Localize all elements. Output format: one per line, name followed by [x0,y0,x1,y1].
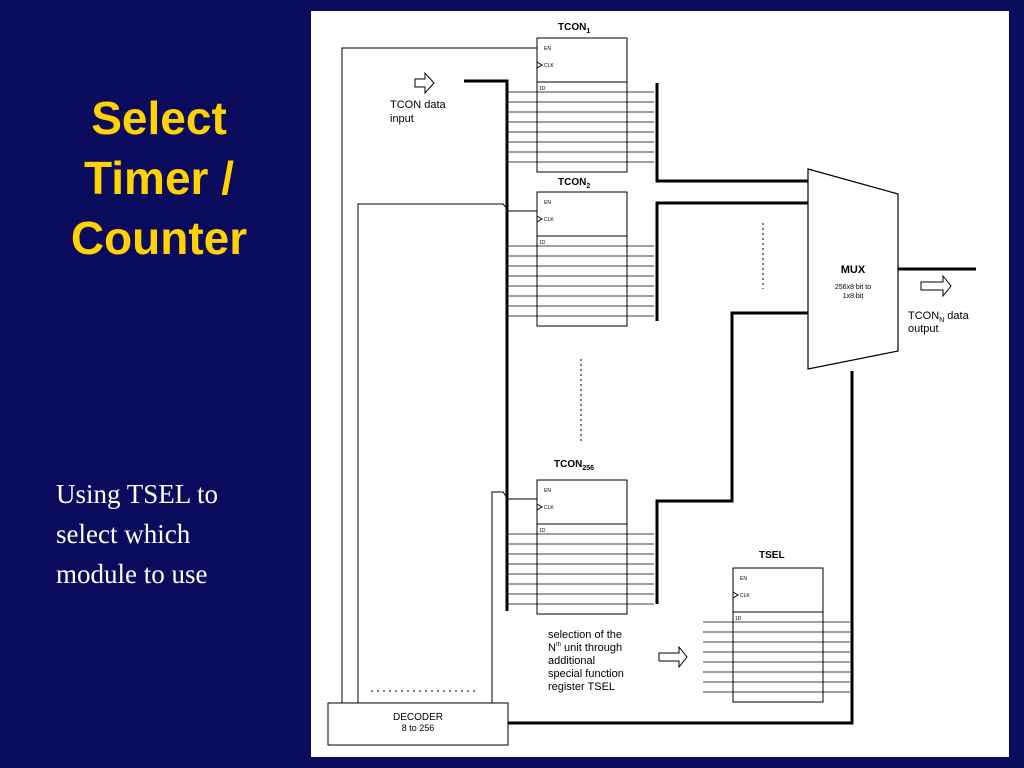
register-tcon1: TCON1 EN CLK 1D [506,22,655,173]
svg-text:1D: 1D [539,86,546,92]
svg-text:additional: additional [548,655,595,667]
decoder-block: DECODER 8 to 256 [327,702,509,746]
svg-text:special function: special function [548,668,624,680]
svg-text:MUX: MUX [841,264,866,276]
svg-text:CLK: CLK [544,217,554,223]
slide-title: Select Timer / Counter [20,88,298,268]
tcon-data-input: TCON data input [390,71,447,125]
block-diagram: TCON1 EN CLK 1D TCON2 EN CLK 1D TCON256 [327,22,976,746]
register-tsel: TSEL EN CLK 1D [702,550,851,703]
svg-text:1D: 1D [735,616,742,622]
register-tcon256: TCON256 EN CLK 1D [506,459,655,615]
svg-text:DECODER: DECODER [393,712,443,723]
svg-text:register TSEL: register TSEL [548,681,615,693]
svg-text:EN: EN [544,488,551,494]
svg-text:1D: 1D [539,528,546,534]
svg-text:EN: EN [544,46,551,52]
thin-wires [341,47,537,703]
tcon-data-output: TCONN data output [908,274,970,335]
tcon256-label: TCON256 [554,459,594,472]
svg-text:8 to 256: 8 to 256 [402,723,435,733]
body-line-3: module to use [56,559,208,589]
svg-text:Nth unit through: Nth unit through [548,642,622,654]
svg-text:EN: EN [740,576,747,582]
svg-text:selection of the: selection of the [548,629,622,641]
selection-note: selection of the Nth unit through additi… [548,629,688,693]
svg-text:EN: EN [544,200,551,206]
svg-text:CLK: CLK [740,593,750,599]
title-line-1: Select [91,92,227,144]
title-line-2: Timer / [84,152,234,204]
slide-body-text: Using TSEL to select which module to use [56,474,296,594]
svg-text:1D: 1D [539,240,546,246]
data-bus-lines [464,79,976,725]
register-tcon2: TCON2 EN CLK 1D [506,177,655,327]
body-line-1: Using TSEL to [56,479,219,509]
svg-text:TCON data: TCON data [390,99,447,111]
svg-text:256x8 bit to: 256x8 bit to [835,284,871,291]
tcon1-label: TCON1 [558,22,590,35]
input-arrow-icon [414,71,435,95]
title-line-3: Counter [70,212,248,264]
output-arrow-icon [920,274,952,298]
svg-text:CLK: CLK [544,505,554,511]
tcon2-label: TCON2 [558,177,590,190]
svg-text:TSEL: TSEL [759,550,785,561]
selection-arrow-icon [658,645,688,669]
svg-text:input: input [390,113,414,125]
svg-text:output: output [908,323,939,335]
svg-text:1x8 bit: 1x8 bit [843,293,864,300]
mux-block: MUX 256x8 bit to 1x8 bit [807,168,899,370]
diagram-panel: TCON1 EN CLK 1D TCON2 EN CLK 1D TCON256 [311,11,1009,757]
svg-text:TCONN data: TCONN data [908,310,970,324]
svg-text:CLK: CLK [544,63,554,69]
body-line-2: select which [56,519,191,549]
